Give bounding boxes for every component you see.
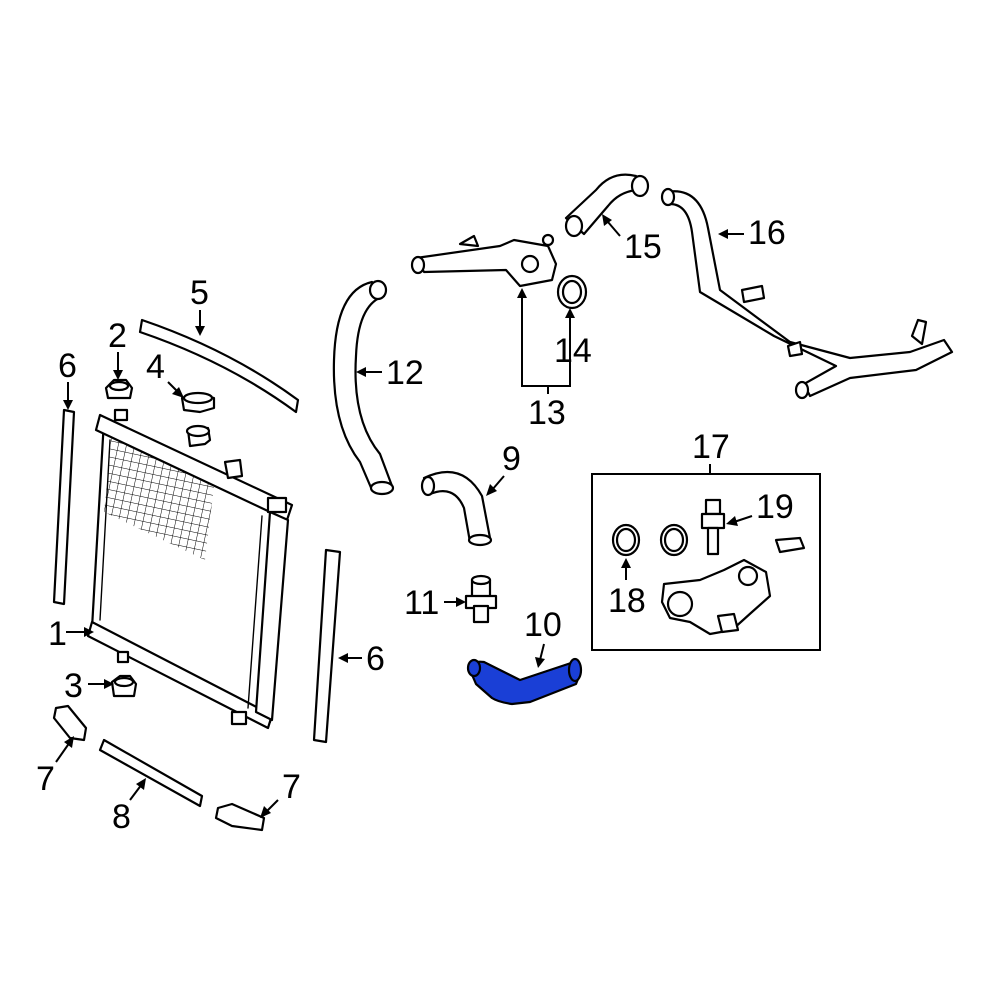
callout-10: 10 [524,606,562,644]
right-side-seal-part[interactable] [312,548,342,744]
lower-seal-part[interactable] [98,738,204,808]
radiator-part[interactable] [86,408,294,730]
callout-6-left: 6 [58,347,77,385]
callout-2: 2 [108,317,127,355]
callout-19: 19 [756,488,794,526]
callout-14: 14 [554,332,592,370]
callout-5: 5 [190,274,209,312]
callout-leaders [55,214,753,818]
callout-12: 12 [386,354,424,392]
callout-1: 1 [48,615,67,653]
water-outlet-part[interactable] [410,233,558,288]
left-bracket-part[interactable] [52,704,88,742]
callout-6-right: 6 [366,640,385,678]
retaining-clip-part[interactable] [774,536,806,554]
right-bracket-part[interactable] [214,802,266,832]
radiator-cap-part[interactable] [180,391,216,414]
callout-4: 4 [146,348,165,386]
temperature-sensor-part[interactable] [700,498,726,556]
callout-7-left: 7 [36,760,55,798]
callout-7-right: 7 [282,768,301,806]
callout-3: 3 [64,667,83,705]
thermostat-gasket-part[interactable] [556,274,588,310]
heater-hose-part[interactable] [564,173,650,238]
callout-8: 8 [112,798,131,836]
upper-radiator-hose-part[interactable] [332,279,395,496]
callout-labels: 1 2 3 4 5 6 6 7 7 8 9 10 11 12 13 14 15 … [36,214,794,836]
water-inlet-housing-part[interactable] [660,558,772,636]
left-side-seal-part[interactable] [52,408,76,606]
callout-9: 9 [502,440,521,478]
callout-17: 17 [692,428,730,466]
callout-18: 18 [608,582,646,620]
bypass-hose-part[interactable] [420,470,493,547]
callout-11: 11 [404,584,439,622]
lower-radiator-hose-part[interactable] [466,657,583,706]
callout-15: 15 [624,228,662,266]
kit-17-box [591,473,821,651]
o-ring-part[interactable] [611,523,689,557]
callout-13: 13 [528,394,566,432]
lower-cushion-part[interactable] [110,674,138,698]
upper-seal-part[interactable] [138,318,300,414]
upper-cushion-part[interactable] [104,378,134,400]
callout-16: 16 [748,214,786,252]
water-pipe-part[interactable] [660,187,954,400]
hose-connector-part[interactable] [464,574,498,624]
